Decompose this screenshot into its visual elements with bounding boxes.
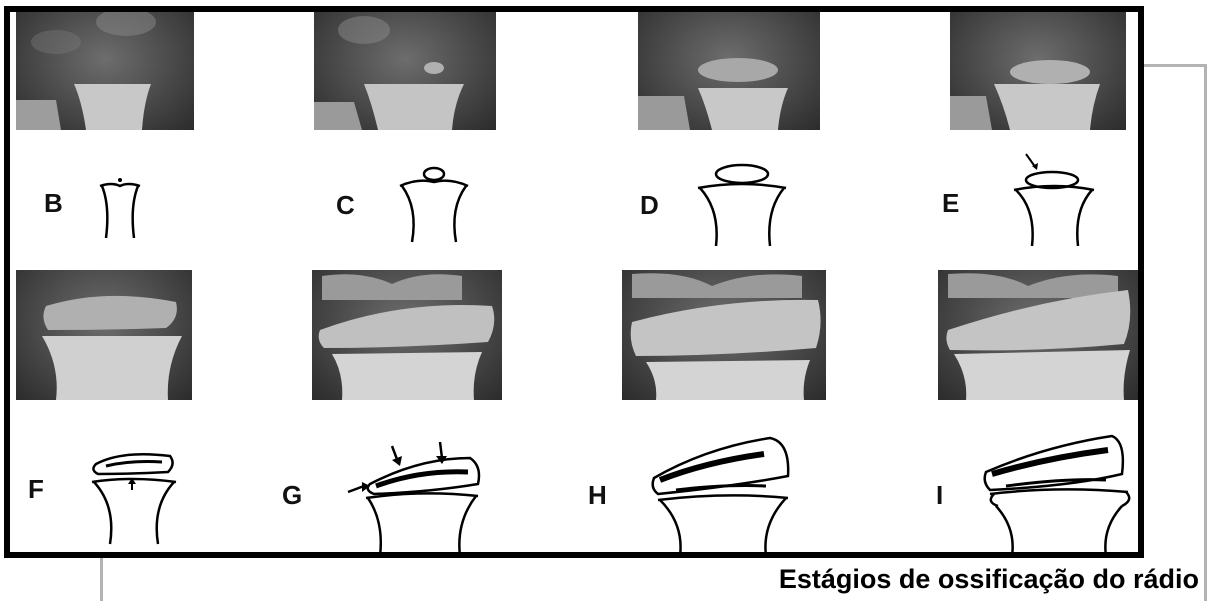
stage-label-c: C [336, 192, 355, 218]
drawing-stage-e [1004, 150, 1104, 246]
xray-stage-h [622, 270, 826, 400]
xray-stage-f [16, 270, 192, 400]
stage-label-b: B [44, 190, 63, 216]
drawing-stage-g [340, 438, 490, 556]
drawing-stage-c [394, 162, 474, 242]
figure-frame: B C D E [4, 6, 1144, 558]
xray-stage-e [950, 12, 1126, 130]
drawing-stage-d [692, 162, 792, 246]
stage-label-i: I [936, 482, 943, 508]
drawing-stage-f [82, 444, 182, 544]
xray-stage-g [312, 270, 502, 400]
xray-stage-d [638, 12, 820, 130]
xray-stage-b [16, 12, 194, 130]
drawing-stage-i [976, 428, 1136, 556]
stage-label-f: F [28, 476, 44, 502]
stage-label-h: H [588, 482, 607, 508]
xray-stage-c [314, 12, 496, 130]
drawing-stage-b [90, 172, 150, 242]
drawing-stage-h [646, 428, 796, 556]
stage-label-g: G [282, 482, 302, 508]
stage-label-d: D [640, 192, 659, 218]
stage-label-e: E [942, 190, 959, 216]
figure-caption: Estágios de ossificação do rádio [779, 564, 1199, 595]
xray-stage-i [938, 270, 1138, 400]
